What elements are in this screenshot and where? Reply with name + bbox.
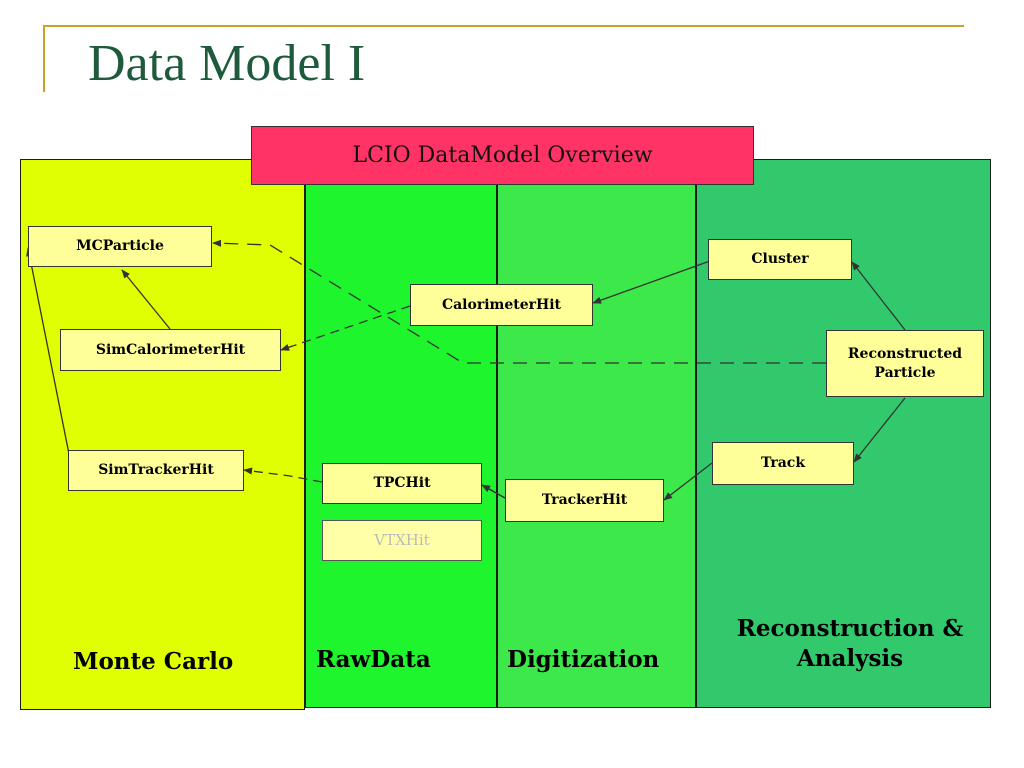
node-simcalorimeterhit[interactable]: SimCalorimeterHit: [60, 329, 281, 371]
node-simtrackerhit[interactable]: SimTrackerHit: [68, 450, 244, 491]
slide-title: Data Model I: [88, 35, 366, 92]
raw-data-label: RawData: [316, 646, 431, 673]
node-reconstructed-particle[interactable]: Reconstructed Particle: [826, 330, 984, 397]
node-vtxhit: VTXHit: [322, 520, 482, 561]
reconstruction-analysis-label: Reconstruction & Analysis: [736, 615, 964, 672]
monte-carlo-label: Monte Carlo: [73, 648, 234, 675]
title-accent-bar: [43, 25, 45, 92]
node-tpchit[interactable]: TPCHit: [322, 463, 482, 504]
node-trackerhit[interactable]: TrackerHit: [505, 479, 664, 522]
digitization-column: [497, 159, 696, 708]
overview-banner: LCIO DataModel Overview: [251, 126, 754, 185]
digitization-label: Digitization: [507, 646, 660, 673]
node-calorimeterhit[interactable]: CalorimeterHit: [410, 284, 593, 326]
raw-data-column: [305, 159, 497, 708]
node-mcparticle[interactable]: MCParticle: [28, 226, 212, 267]
node-track[interactable]: Track: [712, 442, 854, 485]
node-cluster[interactable]: Cluster: [708, 239, 852, 280]
title-accent-line: [43, 25, 964, 27]
